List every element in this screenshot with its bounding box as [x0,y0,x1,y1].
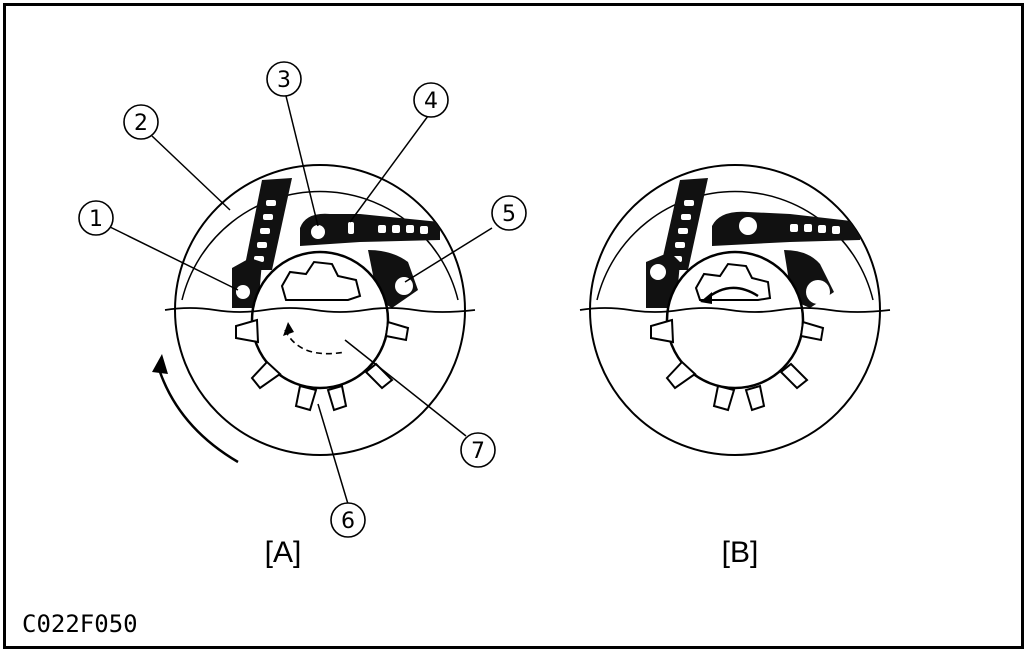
panel-a-drawing [152,164,476,464]
callout-4: 4 [413,82,449,118]
leader-6 [317,403,349,505]
svg-text:4: 4 [424,89,438,114]
spline-profile-a [280,260,362,301]
section-line-b [579,307,891,313]
section-line-a [164,307,476,313]
svg-text:2: 2 [134,111,148,136]
svg-text:3: 3 [277,68,291,93]
sprocket-teeth-b [650,318,825,412]
housing-outer-circle-b [589,164,881,456]
figure-code: C022F050 [22,610,138,638]
rotation-arrow-a [158,371,239,464]
leader-5 [404,227,493,283]
svg-text:6: 6 [341,509,355,534]
rotation-path-a [284,329,346,355]
panel-b-drawing [579,164,891,456]
callout-5: 5 [491,195,527,231]
leader-2 [151,135,231,211]
callout-7: 7 [460,432,496,468]
leader-7 [344,339,467,437]
callout-1: 1 [78,200,114,236]
callout-6: 6 [330,502,366,538]
svg-text:1: 1 [89,207,103,232]
leader-1 [107,225,239,291]
rotor-ring-a [250,250,390,390]
svg-text:5: 5 [502,202,516,227]
housing-inner-arc-b [596,190,874,301]
sprocket-teeth-a [235,318,410,412]
spline-profile-b [694,262,772,301]
figure-frame [3,3,1024,649]
callout-2: 2 [123,104,159,140]
svg-text:7: 7 [471,439,485,464]
housing-outer-circle-a [174,164,466,456]
panel-label-a: [A] [265,536,302,569]
callout-3: 3 [266,61,302,97]
housing-inner-arc-a [181,190,459,301]
panel-label-b: [B] [722,536,759,569]
leader-4 [349,115,429,223]
leader-3 [285,95,319,227]
leader-lines [107,95,493,505]
